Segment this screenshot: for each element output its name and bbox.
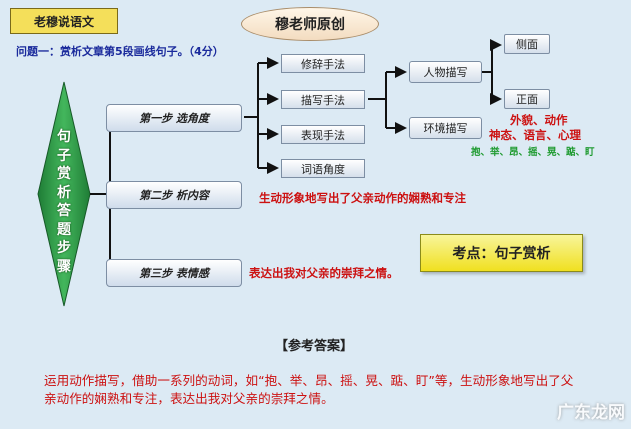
detail-line-1: 外貌、动作 (510, 113, 568, 127)
author-tag: 老穆说语文 (10, 8, 118, 34)
diamond-char: 子 (57, 147, 71, 164)
watermark-logo: 广东龙网 (557, 403, 625, 423)
step3-note: 表达出我对父亲的崇拜之情。 (249, 266, 399, 280)
step-1-box: 第一步 选角度 (106, 104, 242, 132)
method-expression: 表现手法 (281, 125, 365, 144)
diamond-char: 答 (57, 203, 71, 219)
detail-line-2: 神态、语言、心理 (489, 128, 581, 142)
diamond-label: 句 子 赏 析 答 题 步 骤 (49, 128, 79, 276)
side-indirect: 侧面 (504, 34, 550, 54)
diamond-char: 题 (57, 221, 71, 238)
method-rhetoric: 修辞手法 (281, 54, 365, 73)
method-wording: 词语角度 (281, 159, 365, 178)
original-label: 穆老师原创 (241, 7, 379, 41)
step-2-box: 第二步 析内容 (106, 181, 242, 209)
diamond-char: 步 (57, 240, 71, 256)
key-point-badge: 考点：句子赏析 (420, 234, 583, 272)
step-3-box: 第三步 表情感 (106, 259, 242, 287)
diamond-char: 骤 (57, 258, 71, 275)
side-direct: 正面 (504, 89, 550, 109)
diamond-char: 赏 (57, 166, 71, 182)
verb-list: 抱、举、昂、摇、晃、踮、盯 (471, 147, 595, 158)
type-environment: 环境描写 (409, 117, 482, 139)
diamond-char: 析 (57, 184, 71, 201)
center-diamond (37, 81, 91, 307)
question-text: 问题一：赏析文章第5段画线句子。（4分） (16, 45, 224, 58)
diamond-char: 句 (57, 129, 71, 145)
method-description: 描写手法 (281, 90, 365, 109)
type-character: 人物描写 (409, 61, 482, 83)
reference-answer-title: 【参考答案】 (275, 339, 354, 354)
reference-answer-text: 运用动作描写，借助一系列的动词，如“抱、举、昂、摇、晃、踮、盯”等，生动形象地写… (44, 373, 574, 406)
step2-note: 生动形象地写出了父亲动作的娴熟和专注 (259, 191, 466, 205)
